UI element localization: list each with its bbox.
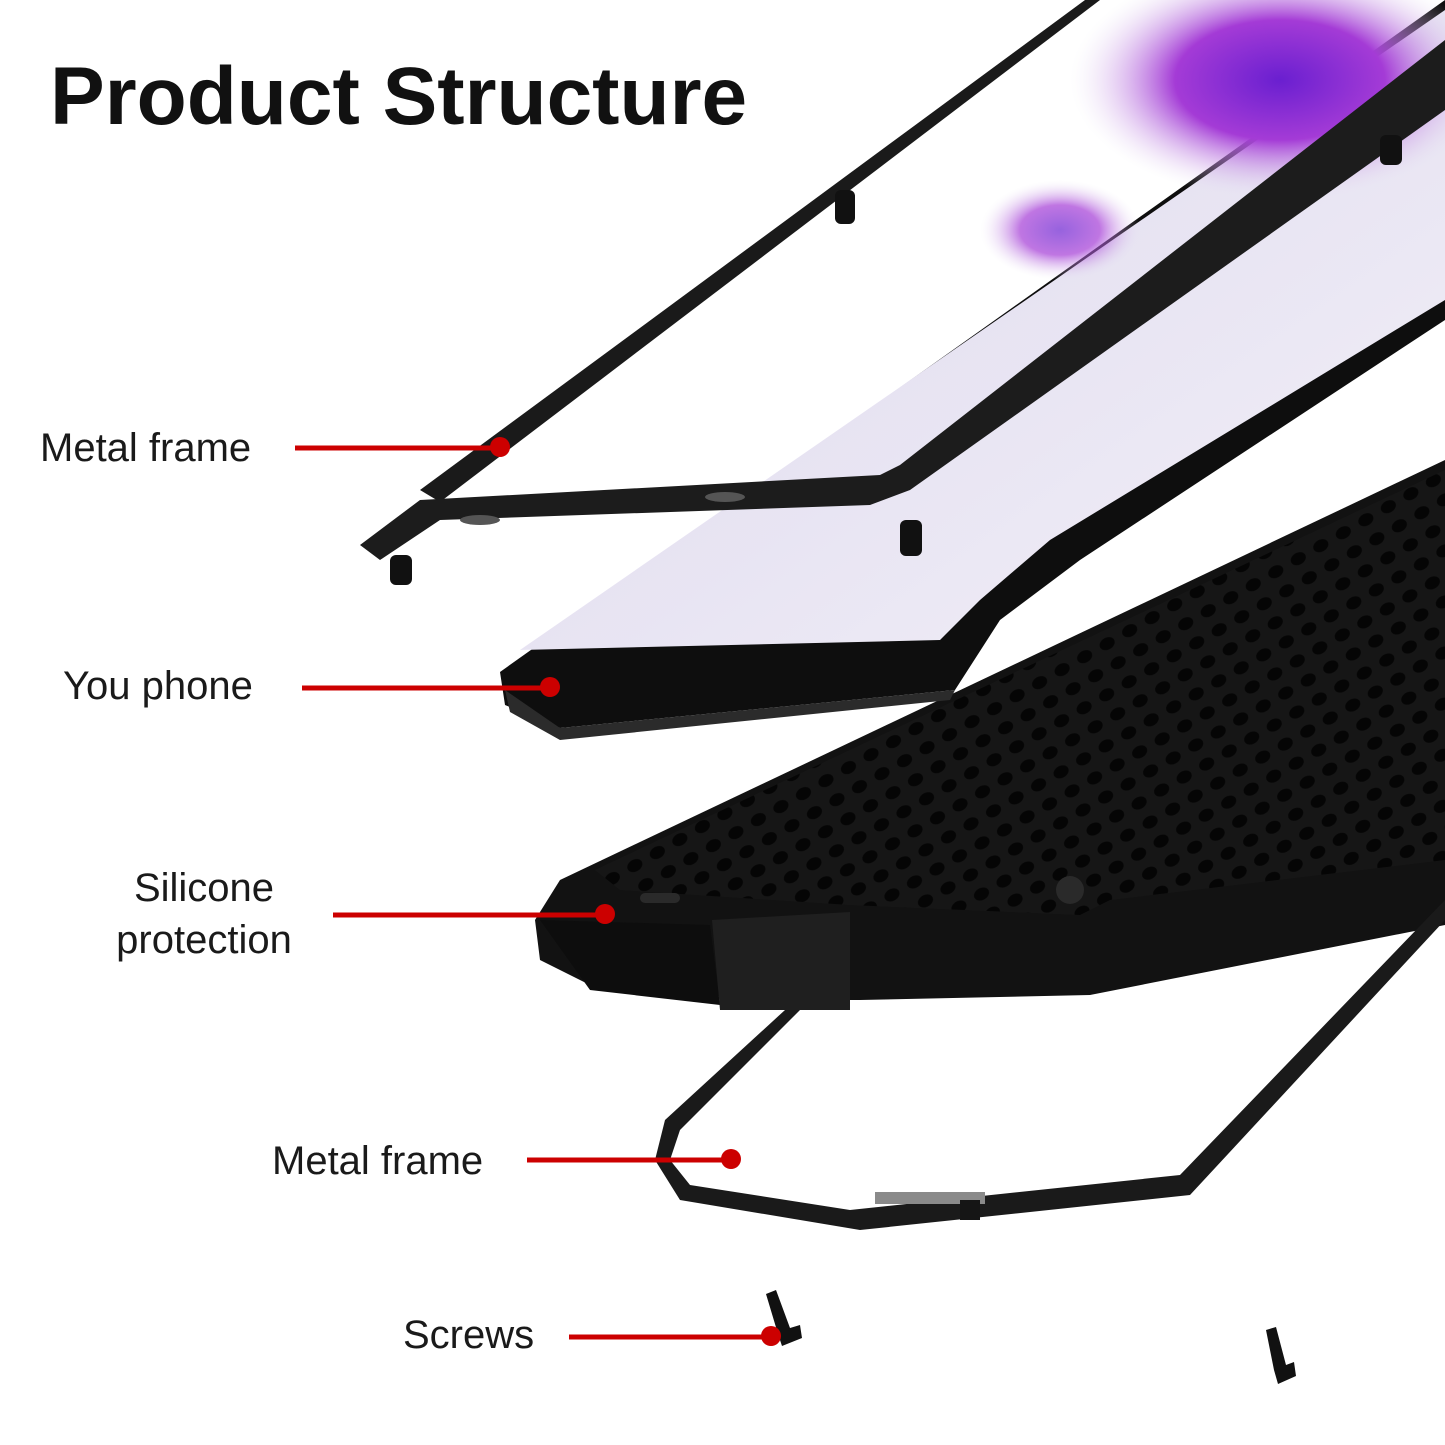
bottom-metal-frame [655, 900, 1445, 1230]
leader-dot [595, 904, 615, 924]
label-screws: Screws [403, 1313, 535, 1357]
frame-pin [900, 520, 922, 556]
label-silicone-protection: Silicone protection [104, 862, 304, 966]
screws-illustration [766, 1290, 1296, 1384]
port-slot [640, 893, 680, 903]
leader-dot [540, 677, 560, 697]
label-phone: You phone [63, 664, 253, 708]
screw-hole [1056, 876, 1084, 904]
frame-pin [1380, 135, 1402, 165]
leader-dot [761, 1326, 781, 1346]
label-silicone-line1: Silicone [133, 866, 275, 910]
leader-lines [295, 437, 781, 1346]
label-top-metal-frame: Metal frame [40, 426, 252, 470]
label-bottom-metal-frame: Metal frame [272, 1139, 484, 1183]
frame-pin [390, 555, 412, 585]
leader-dot [490, 437, 510, 457]
frame-pin [835, 190, 855, 224]
top-metal-frame [360, 0, 1445, 585]
page-title: Product Structure [50, 51, 748, 142]
label-silicone-line2: protection [116, 918, 292, 962]
silicone-case [535, 460, 1445, 1010]
leader-dot [721, 1149, 741, 1169]
